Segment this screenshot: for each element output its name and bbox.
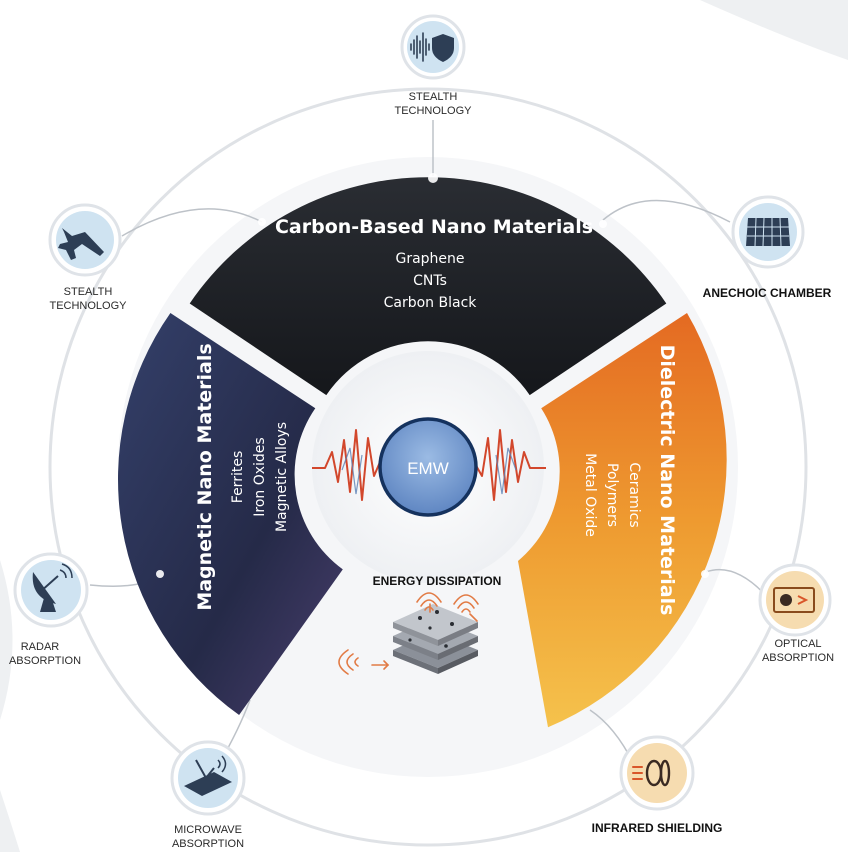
dissipation-wave-icons bbox=[338, 592, 479, 675]
bottom-left-application: MICROWAVE ABSORPTION bbox=[170, 740, 246, 850]
sound-wave-glyph bbox=[410, 32, 430, 62]
chamber-grid bbox=[747, 217, 789, 247]
right-application-label: OPTICAL bbox=[774, 638, 821, 650]
optical-sensor-icon bbox=[766, 571, 824, 629]
bottom-right-application-label: INFRARED SHIELDING bbox=[592, 821, 723, 835]
sensor-frame bbox=[773, 587, 815, 613]
emw-circle bbox=[378, 417, 478, 517]
emw-label: EMW bbox=[407, 459, 449, 478]
outer-ring bbox=[48, 87, 808, 847]
dielectric-item: Metal Oxide bbox=[582, 453, 598, 537]
heat-lines bbox=[632, 766, 643, 780]
left-wave-shadow bbox=[341, 447, 363, 495]
top-application-label: TECHNOLOGY bbox=[394, 105, 472, 117]
carbon-segment bbox=[189, 177, 667, 396]
dielectric-item: Ceramics bbox=[626, 462, 642, 527]
dish-feed bbox=[39, 575, 59, 593]
magnetic-item: Ferrites bbox=[230, 451, 246, 503]
sensor-lens bbox=[780, 594, 792, 606]
left-wave bbox=[312, 429, 381, 501]
right-wave bbox=[473, 429, 546, 501]
carbon-item: Graphene bbox=[395, 251, 464, 267]
background-shape bbox=[0, 790, 20, 852]
upper-right-application: ANECHOIC CHAMBER bbox=[703, 195, 832, 300]
shield-glyph bbox=[432, 34, 454, 62]
right-wave-shadow bbox=[495, 447, 517, 495]
background-shape bbox=[0, 560, 13, 720]
dielectric-segment bbox=[518, 313, 727, 728]
beam-glyph bbox=[195, 759, 215, 780]
upper-left-application: STEALTH TECHNOLOGY bbox=[48, 203, 127, 312]
right-application: OPTICAL ABSORPTION bbox=[758, 563, 834, 664]
infrared-coil-icon bbox=[627, 743, 687, 803]
magnetic-title: Magnetic Nano Materials bbox=[194, 343, 216, 610]
dish-stand bbox=[40, 598, 56, 612]
left-application-label: ABSORPTION bbox=[9, 655, 81, 667]
left-application-label: RADAR bbox=[21, 641, 60, 653]
dielectric-title: Dielectric Nano Materials bbox=[656, 345, 678, 616]
background-shape bbox=[700, 0, 848, 60]
radar-waves bbox=[59, 563, 73, 579]
dielectric-item: Polymers bbox=[604, 463, 620, 527]
chamber-glyph bbox=[746, 218, 790, 246]
magnetic-segment bbox=[118, 313, 343, 715]
connector-dots bbox=[156, 173, 709, 578]
carbon-item: CNTs bbox=[413, 273, 447, 289]
upper-right-application-label: ANECHOIC CHAMBER bbox=[703, 286, 832, 300]
right-application-label: ABSORPTION bbox=[762, 652, 834, 664]
magnetic-item: Iron Oxides bbox=[252, 437, 268, 516]
energy-dissipation-label: ENERGY DISSIPATION bbox=[373, 574, 502, 588]
top-application-label: STEALTH bbox=[409, 91, 458, 103]
jet-glyph bbox=[58, 228, 104, 260]
carbon-title: Carbon-Based Nano Materials bbox=[275, 216, 593, 238]
microwave-waves bbox=[217, 755, 227, 773]
bottom-left-application-label: MICROWAVE bbox=[174, 824, 242, 836]
carbon-item: Carbon Black bbox=[384, 295, 478, 311]
coil-glyph bbox=[645, 759, 671, 787]
layered-material-icon bbox=[393, 604, 478, 674]
left-application: RADAR ABSORPTION bbox=[9, 552, 89, 667]
bottom-left-application-label: ABSORPTION bbox=[172, 838, 244, 850]
top-application: STEALTH TECHNOLOGY bbox=[394, 14, 472, 117]
upper-left-application-label: TECHNOLOGY bbox=[49, 300, 127, 312]
magnetic-item: Magnetic Alloys bbox=[274, 422, 290, 532]
upper-left-application-label: STEALTH bbox=[64, 286, 113, 298]
bottom-right-application: INFRARED SHIELDING bbox=[592, 735, 723, 835]
sensor-arrow bbox=[797, 595, 809, 605]
panel-glyph bbox=[184, 772, 232, 796]
